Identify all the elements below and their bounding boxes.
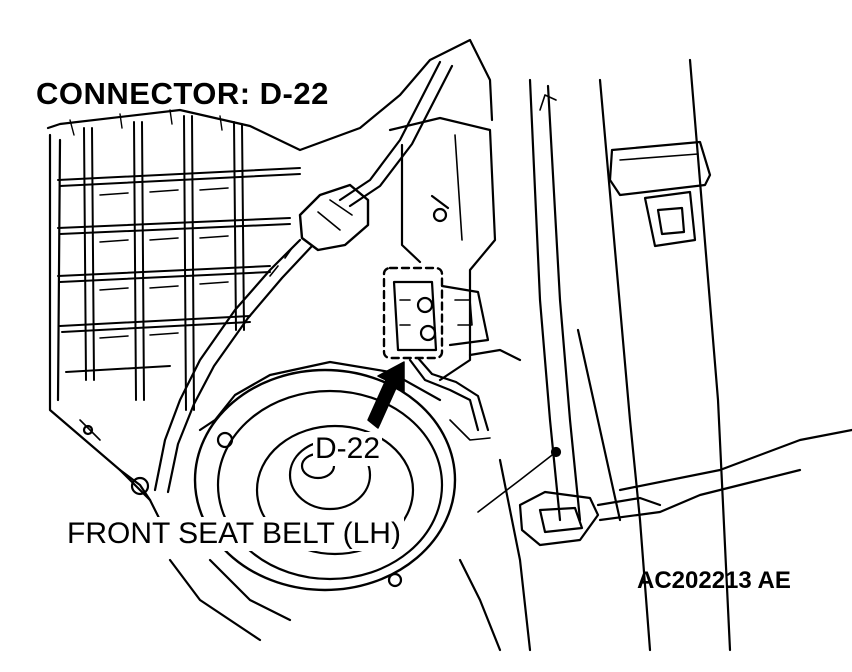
seat-belt-label: FRONT SEAT BELT (LH) (64, 517, 404, 551)
door-speaker (193, 360, 457, 622)
lower-structure (79, 419, 532, 652)
figure-code: AC202213 AE (637, 567, 791, 594)
connector-wires (408, 348, 522, 441)
seat-belt-buckle (608, 140, 712, 248)
connector-d22 (382, 266, 490, 360)
connector-bracket (388, 116, 497, 382)
connector-pointer-arrow (367, 361, 405, 429)
door-panel (46, 38, 494, 502)
wire-harness (153, 60, 454, 494)
connector-label: D-22 (313, 432, 383, 466)
seat-belt-leader (477, 446, 562, 513)
diagram-title: CONNECTOR: D-22 (36, 76, 329, 111)
seat-belt-pillar (528, 58, 732, 652)
door-grille (57, 109, 301, 411)
seat-belt-anchor (518, 428, 852, 547)
